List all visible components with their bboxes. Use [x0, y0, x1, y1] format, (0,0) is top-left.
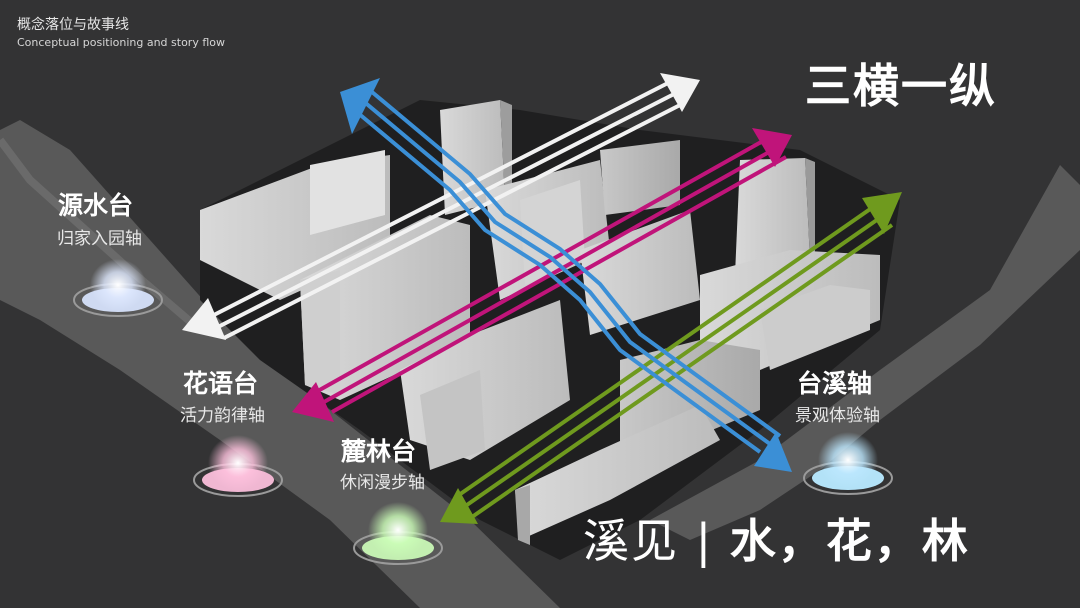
arrow-green-right: [862, 192, 902, 234]
light-node-yuanshui: [73, 259, 163, 317]
axis-blue: [350, 90, 782, 454]
node-axis-yuanshui: 归家入园轴: [57, 229, 142, 249]
arrow-white-left: [182, 298, 226, 340]
building-masses: [200, 100, 880, 545]
slogan: 溪见 | 水，花，林: [583, 505, 970, 571]
header-subtitle: Conceptual positioning and story flow: [17, 36, 225, 49]
arrow-magenta-left: [292, 382, 334, 422]
light-node-lulin: [353, 502, 443, 565]
node-axis-huayu: 活力韵律轴: [180, 406, 265, 426]
light-node-huayu: [193, 435, 283, 497]
slogan-part1: 溪见: [583, 514, 679, 568]
axis-white: [207, 81, 685, 340]
node-name-lulin: 麓林台: [341, 437, 417, 466]
slogan-part2: 水，花，林: [729, 514, 970, 568]
node-name-yuanshui: 源水台: [58, 191, 134, 220]
arrow-green-left: [440, 488, 478, 524]
slogan-separator: |: [679, 514, 730, 568]
arrow-blue-top: [340, 78, 380, 134]
node-name-taixi: 台溪轴: [797, 369, 873, 398]
road-network: [0, 120, 1080, 608]
node-axis-taixi: 景观体验轴: [795, 406, 880, 426]
diagram-title: 三横一纵: [805, 59, 997, 113]
arrow-white-right: [660, 73, 700, 112]
node-axis-lulin: 休闲漫步轴: [340, 473, 425, 493]
arrow-blue-bottom: [754, 432, 792, 472]
header-title: 概念落位与故事线: [17, 17, 129, 33]
node-name-huayu: 花语台: [183, 369, 259, 398]
arrow-magenta-right: [752, 128, 792, 167]
light-node-taixi: [803, 432, 893, 495]
